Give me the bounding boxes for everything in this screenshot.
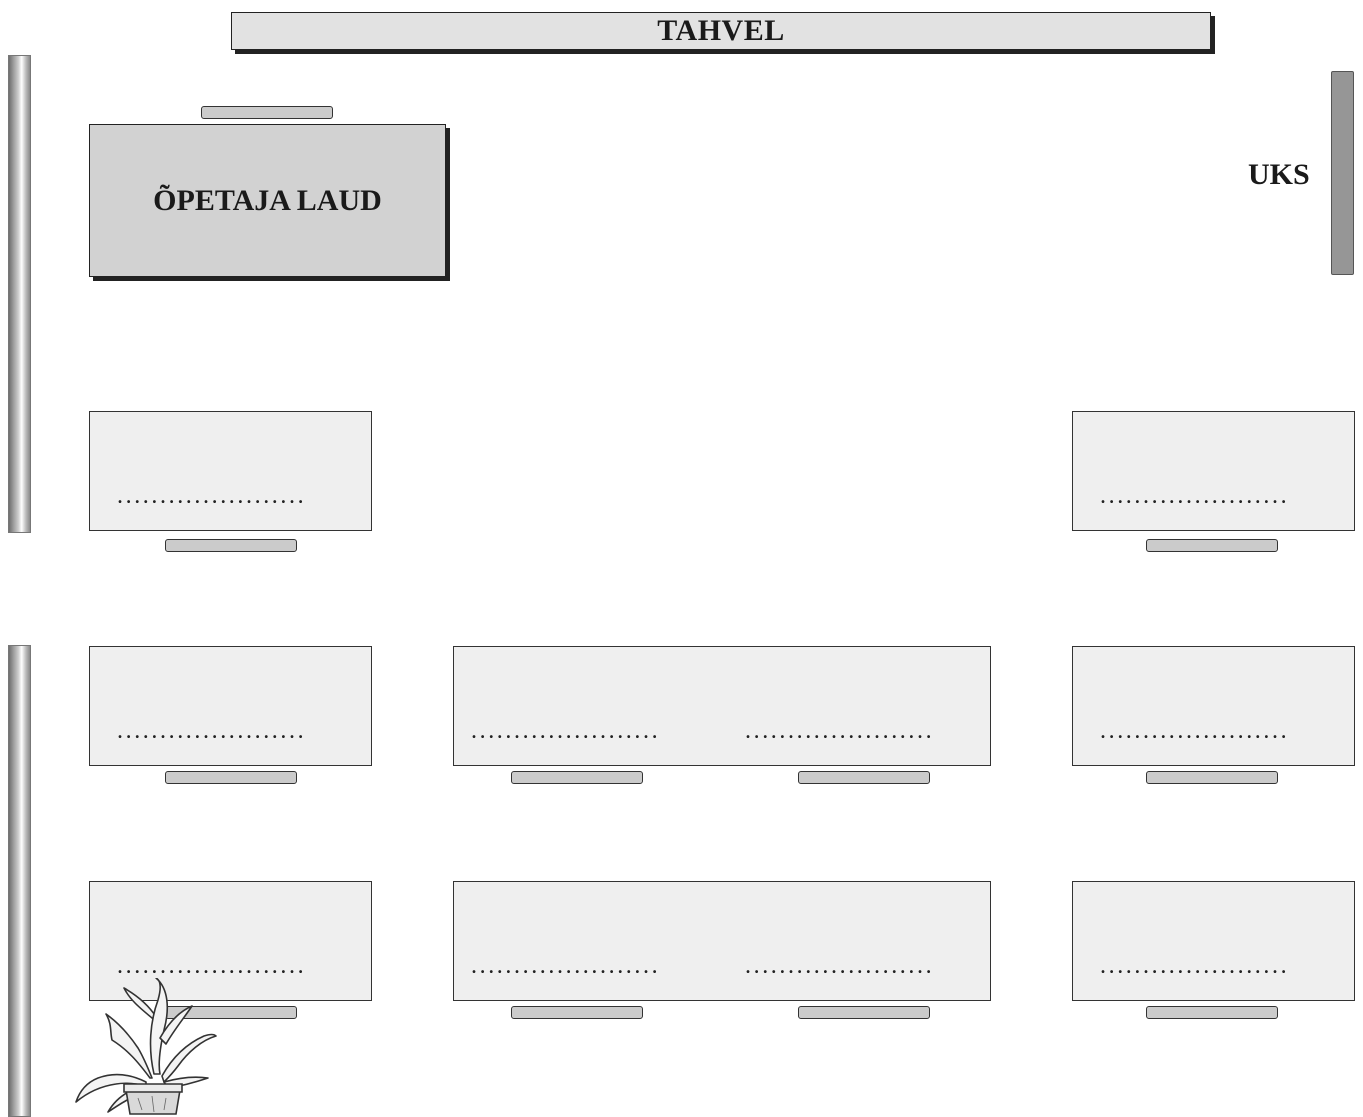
chalkboard-label: TAHVEL <box>657 14 785 47</box>
window-upper <box>8 55 31 533</box>
name-line[interactable]: ...................... <box>117 953 307 979</box>
teacher-desk-label: ÕPETAJA LAUD <box>153 183 382 217</box>
teacher-chair <box>201 106 333 119</box>
name-line[interactable]: ...................... <box>1100 718 1290 744</box>
student-chair <box>1146 539 1278 552</box>
door-label: UKS <box>1248 158 1310 191</box>
student-chair <box>1146 771 1278 784</box>
student-desk-r2-right: ...................... <box>1072 646 1355 766</box>
potted-plant-icon <box>75 978 217 1115</box>
teacher-desk: ÕPETAJA LAUD <box>89 124 446 277</box>
student-desk-r3-left: ...................... <box>89 881 372 1001</box>
student-desk-r3-right: ...................... <box>1072 881 1355 1001</box>
chalkboard: TAHVEL <box>231 12 1211 50</box>
student-desk-r2-middle: ...................... .................… <box>453 646 991 766</box>
student-chair <box>511 771 643 784</box>
student-desk-r1-right: ...................... <box>1072 411 1355 531</box>
name-line[interactable]: ...................... <box>745 953 935 979</box>
name-line[interactable]: ...................... <box>745 718 935 744</box>
name-line[interactable]: ...................... <box>1100 953 1290 979</box>
name-line[interactable]: ...................... <box>471 718 661 744</box>
student-chair <box>798 771 930 784</box>
student-desk-r2-left: ...................... <box>89 646 372 766</box>
student-chair <box>1146 1006 1278 1019</box>
student-desk-r1-left: ...................... <box>89 411 372 531</box>
name-line[interactable]: ...................... <box>117 483 307 509</box>
name-line[interactable]: ...................... <box>117 718 307 744</box>
window-lower <box>8 645 31 1117</box>
student-chair <box>165 771 297 784</box>
name-line[interactable]: ...................... <box>1100 483 1290 509</box>
student-chair <box>165 539 297 552</box>
student-chair <box>798 1006 930 1019</box>
student-chair <box>511 1006 643 1019</box>
student-desk-r3-middle: ...................... .................… <box>453 881 991 1001</box>
name-line[interactable]: ...................... <box>471 953 661 979</box>
door <box>1331 71 1354 275</box>
